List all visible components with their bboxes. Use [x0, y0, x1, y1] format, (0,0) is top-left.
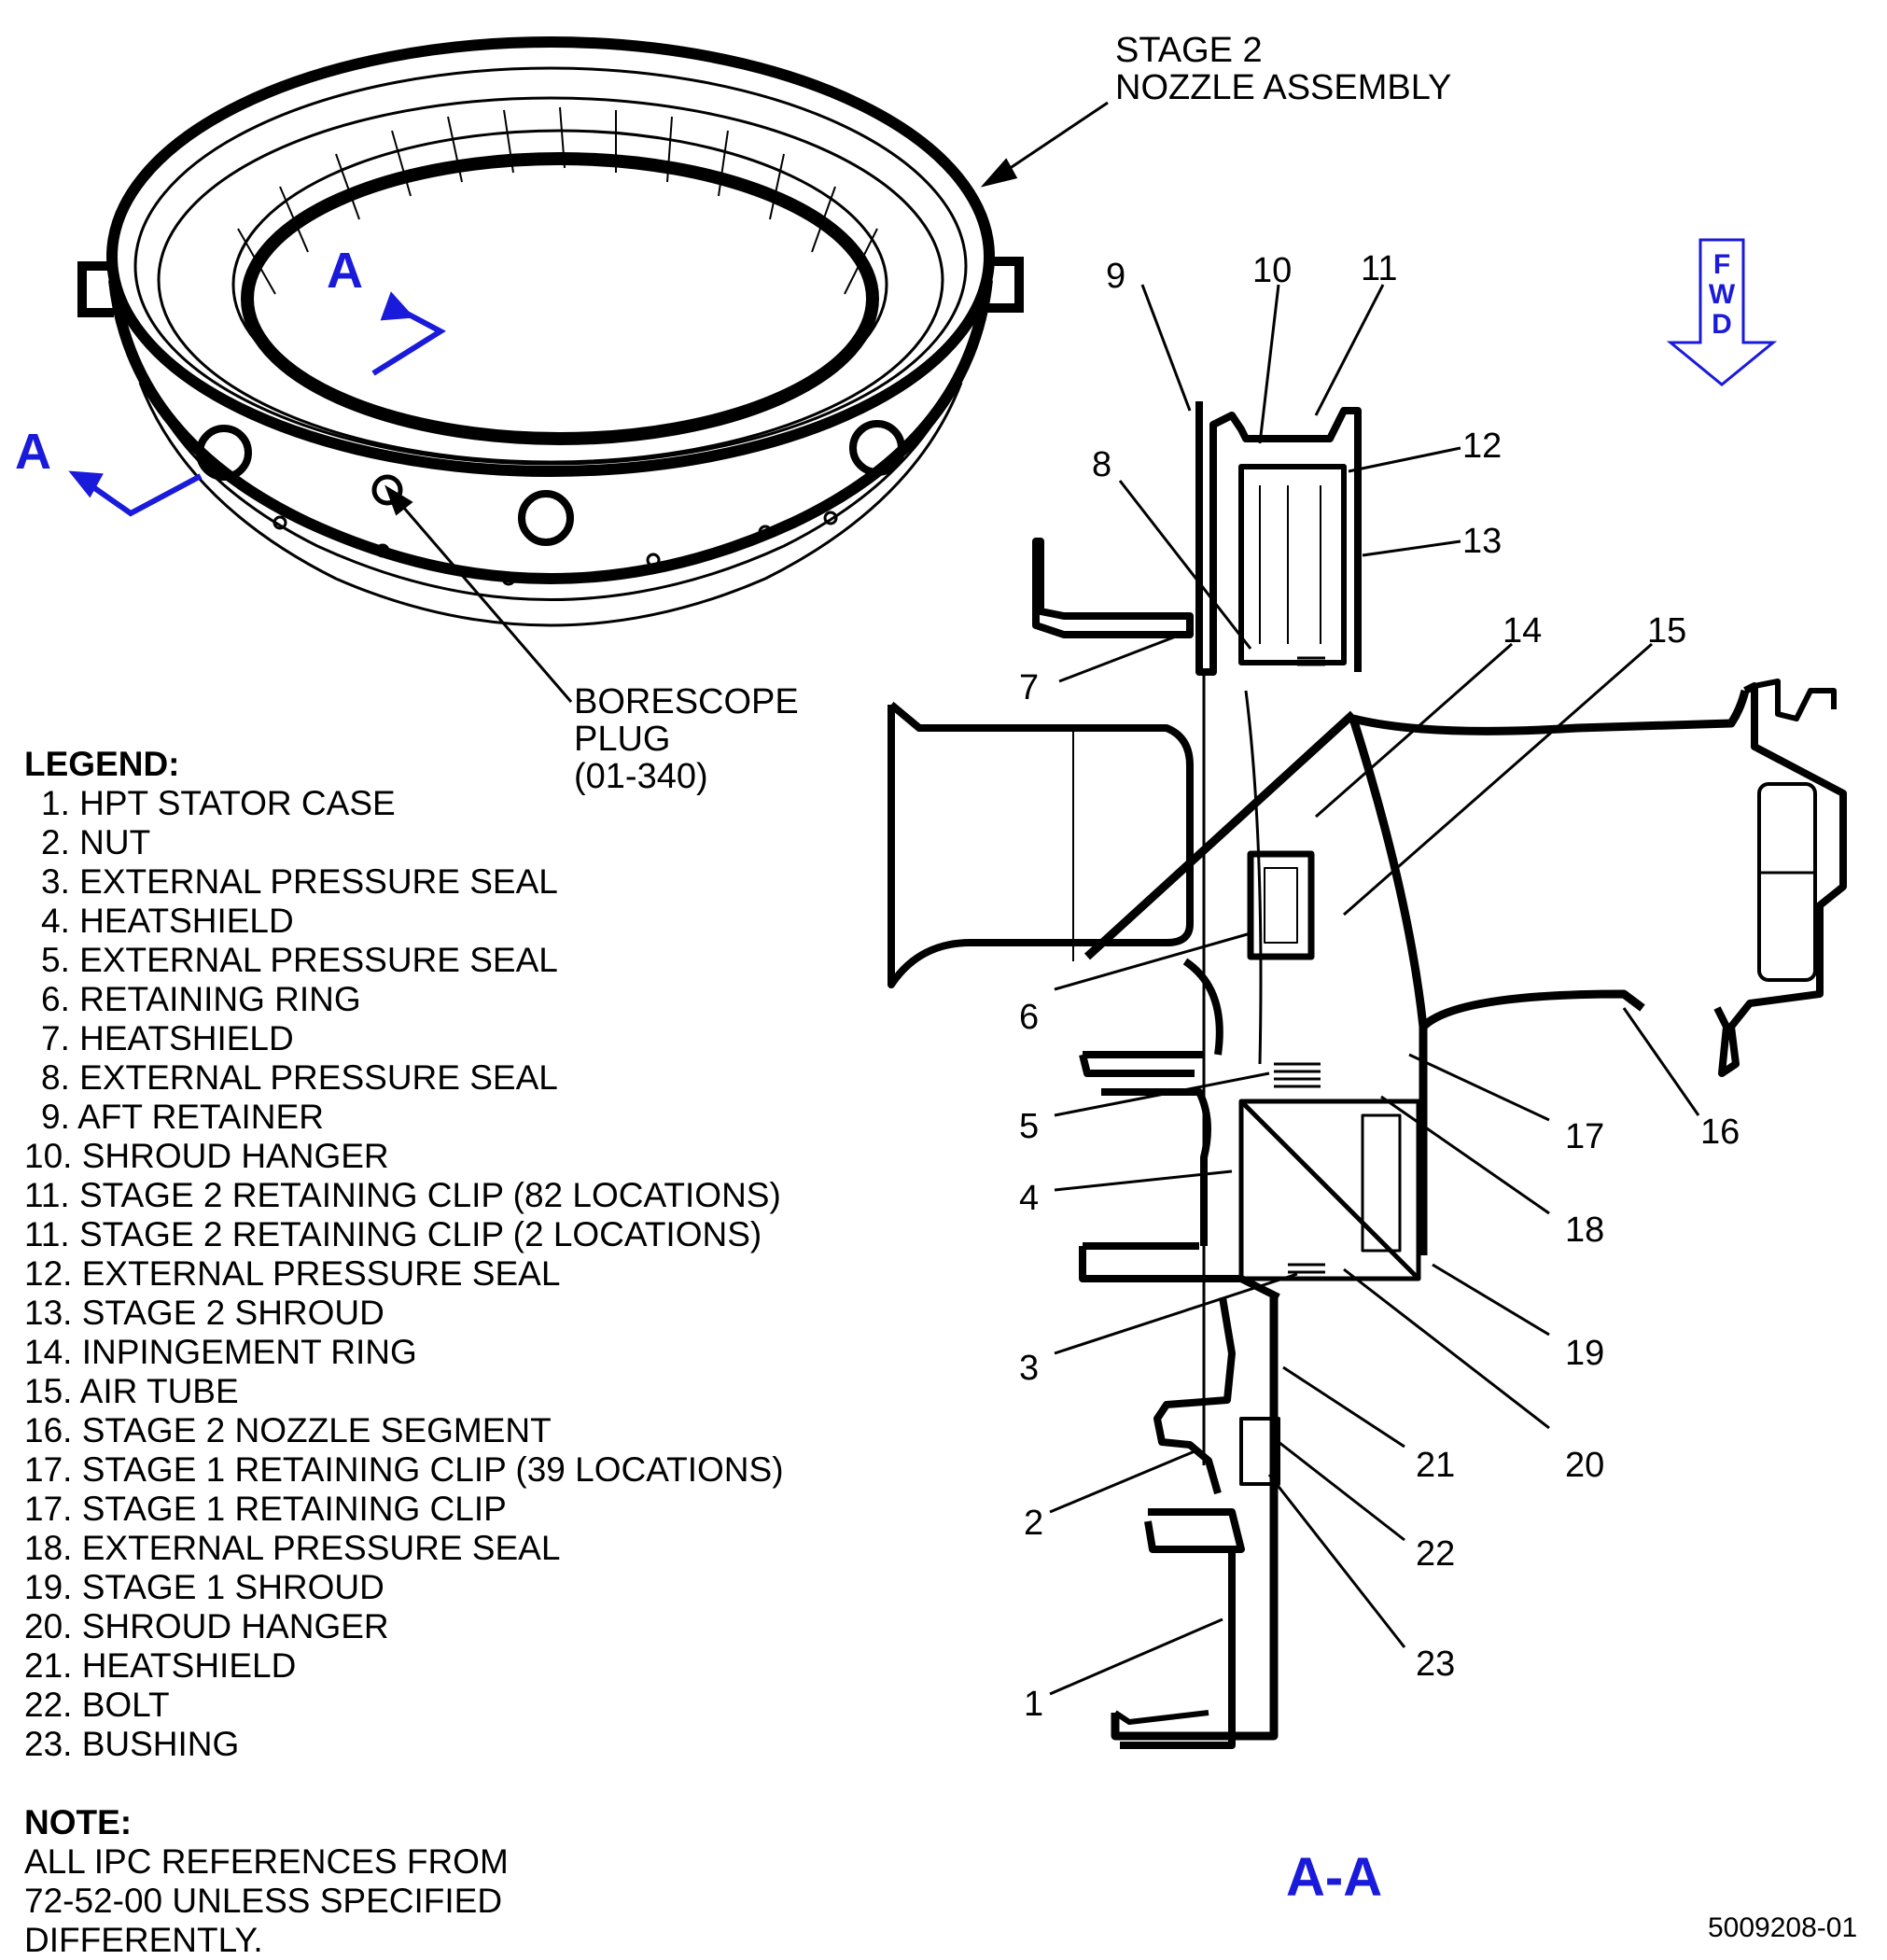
legend-item: 17. STAGE 1 RETAINING CLIP (39 LOCATIONS… — [24, 1450, 784, 1489]
callout-line: NOZZLE ASSEMBLY — [1115, 68, 1452, 107]
legend-item: 1. HPT STATOR CASE — [41, 784, 396, 822]
legend-item: 2. NUT — [41, 823, 151, 861]
legend-item: 6. RETAINING RING — [41, 980, 361, 1018]
section-aa-drawing — [888, 401, 1847, 1749]
legend-item: 11. STAGE 2 RETAINING CLIP (82 LOCATIONS… — [24, 1176, 781, 1214]
index-number-1: 1 — [1024, 1685, 1044, 1724]
callout-line: STAGE 2 — [1115, 31, 1263, 70]
index-number-8: 8 — [1092, 445, 1112, 484]
note-line: DIFFERENTLY. — [24, 1921, 263, 1959]
borescope-plug-callout: BORESCOPE PLUG (01-340) — [574, 683, 799, 795]
legend-item: 8. EXTERNAL PRESSURE SEAL — [41, 1058, 558, 1097]
index-number-3: 3 — [1019, 1349, 1040, 1388]
index-number-9: 9 — [1106, 257, 1126, 296]
note: NOTE: ALL IPC REFERENCES FROM 72-52-00 U… — [24, 1803, 509, 1960]
legend-item: 11. STAGE 2 RETAINING CLIP (2 LOCATIONS) — [24, 1215, 762, 1253]
legend-item: 3. EXTERNAL PRESSURE SEAL — [41, 862, 558, 901]
index-number-12: 12 — [1462, 427, 1503, 466]
fwd-letter-d: D — [1712, 309, 1732, 340]
note-line: 72-52-00 UNLESS SPECIFIED — [24, 1882, 503, 1920]
index-number-23: 23 — [1416, 1645, 1456, 1684]
fwd-letter-w: W — [1708, 279, 1736, 310]
legend: LEGEND: 1. HPT STATOR CASE 2. NUT 3. EXT… — [24, 745, 784, 1764]
leader-nozzle-assembly — [980, 101, 1109, 188]
index-number-19: 19 — [1565, 1334, 1605, 1373]
stage2-nozzle-assembly-callout: STAGE 2 NOZZLE ASSEMBLY — [1115, 32, 1451, 106]
legend-title: LEGEND: — [24, 745, 180, 783]
index-number-21: 21 — [1416, 1446, 1456, 1485]
legend-item: 4. HEATSHIELD — [41, 902, 294, 940]
legend-item: 19. STAGE 1 SHROUD — [24, 1568, 384, 1606]
section-cut-arrows — [68, 291, 446, 517]
index-number-2: 2 — [1024, 1504, 1044, 1543]
index-number-10: 10 — [1252, 251, 1293, 290]
legend-item: 14. INPINGEMENT RING — [24, 1333, 417, 1371]
callout-line: BORESCOPE — [574, 682, 799, 721]
legend-item: 10. SHROUD HANGER — [24, 1137, 389, 1175]
legend-item: 22. BOLT — [24, 1686, 170, 1724]
index-number-6: 6 — [1019, 998, 1040, 1037]
index-number-13: 13 — [1462, 522, 1503, 561]
index-number-5: 5 — [1019, 1107, 1040, 1146]
index-number-14: 14 — [1503, 611, 1543, 651]
legend-item: 18. EXTERNAL PRESSURE SEAL — [24, 1529, 561, 1567]
legend-item: 23. BUSHING — [24, 1725, 240, 1763]
figure-id: 5009208-01 — [1708, 1912, 1858, 1943]
fwd-letter-f: F — [1712, 249, 1731, 280]
fwd-arrow — [1666, 238, 1778, 386]
legend-item: 7. HEATSHIELD — [41, 1019, 294, 1057]
index-number-20: 20 — [1565, 1446, 1605, 1485]
legend-item: 13. STAGE 2 SHROUD — [24, 1294, 384, 1332]
legend-item: 17. STAGE 1 RETAINING CLIP — [24, 1490, 507, 1528]
legend-item: 9. AFT RETAINER — [41, 1098, 324, 1136]
index-number-16: 16 — [1700, 1113, 1740, 1152]
callout-line: (01-340) — [574, 757, 708, 796]
leader-borescope-plug — [384, 484, 573, 703]
legend-item: 15. AIR TUBE — [24, 1372, 239, 1410]
index-number-15: 15 — [1647, 611, 1687, 651]
legend-item: 5. EXTERNAL PRESSURE SEAL — [41, 941, 558, 979]
index-number-4: 4 — [1019, 1179, 1040, 1218]
note-line: ALL IPC REFERENCES FROM — [24, 1842, 509, 1881]
callout-line: PLUG — [574, 720, 671, 759]
index-number-7: 7 — [1019, 668, 1040, 707]
section-marker-a-top: A — [327, 243, 363, 299]
index-leaders — [1049, 284, 1700, 1696]
legend-item: 16. STAGE 2 NOZZLE SEGMENT — [24, 1411, 552, 1449]
legend-item: 21. HEATSHIELD — [24, 1646, 297, 1685]
note-title: NOTE: — [24, 1803, 133, 1841]
index-number-17: 17 — [1565, 1117, 1605, 1156]
index-number-18: 18 — [1565, 1211, 1605, 1250]
section-title-aa: A-A — [1286, 1847, 1383, 1908]
nozzle-assembly-isometric — [77, 36, 1024, 627]
section-marker-a-left: A — [15, 424, 51, 480]
index-number-11: 11 — [1361, 249, 1398, 288]
legend-item: 12. EXTERNAL PRESSURE SEAL — [24, 1254, 561, 1293]
legend-item: 20. SHROUD HANGER — [24, 1607, 389, 1645]
index-number-22: 22 — [1416, 1534, 1456, 1574]
